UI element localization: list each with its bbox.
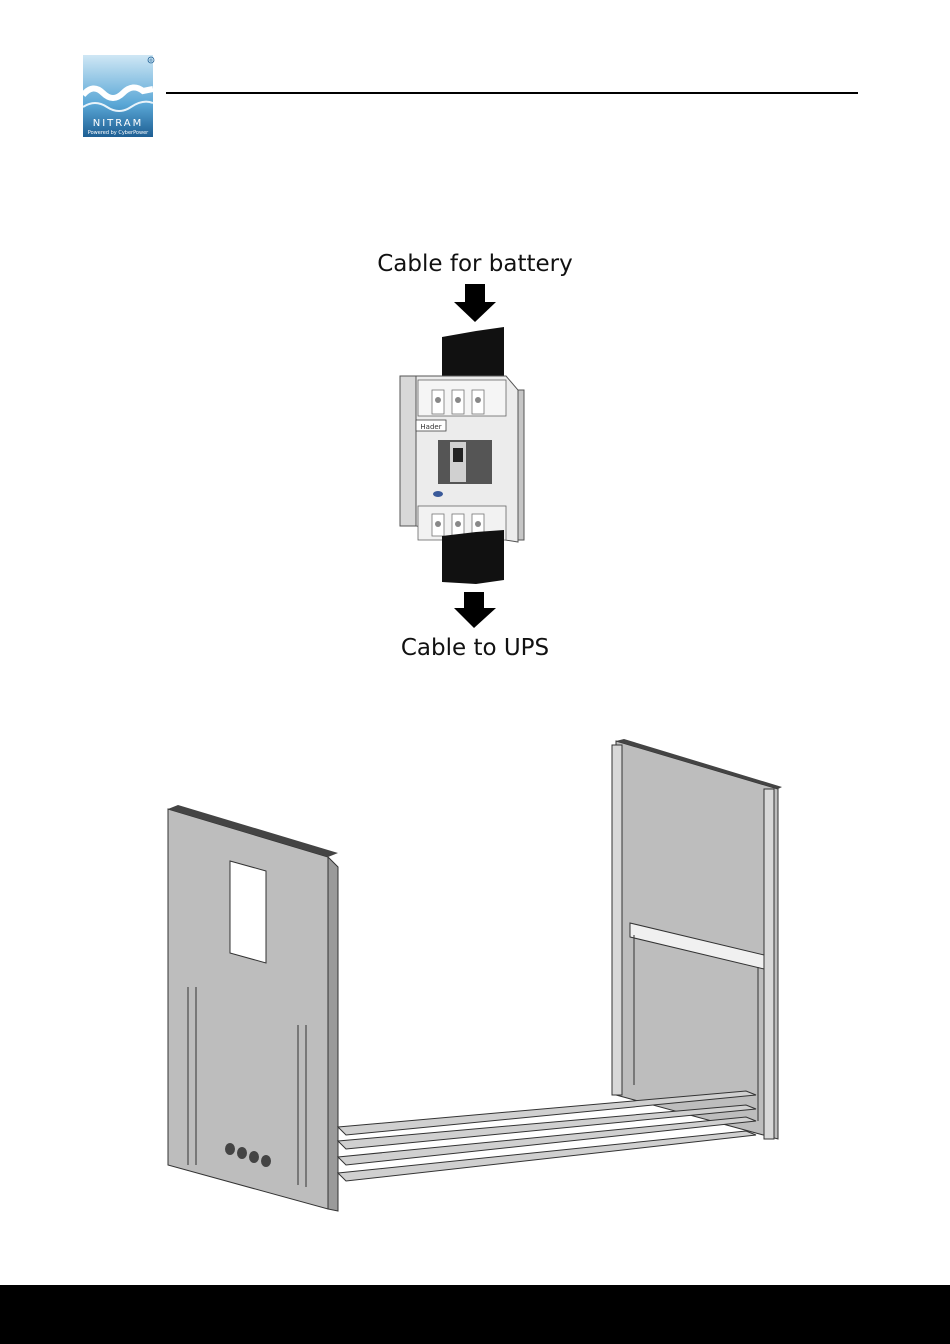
label-cable-to-ups: Cable to UPS (0, 635, 950, 661)
logo-tagline-text: Powered by CyberPower (88, 130, 149, 136)
cabinet-frame-diagram (160, 735, 790, 1215)
breaker-diagram: Hader (380, 280, 570, 635)
brand-logo: NITRAM Powered by CyberPower ® (83, 55, 157, 137)
label-cable-for-battery: Cable for battery (0, 251, 950, 277)
arrow-down-icon (454, 284, 496, 322)
footer-bar (0, 1285, 950, 1344)
header-divider (166, 92, 858, 94)
arrow-down-icon-bottom (454, 592, 496, 628)
breaker-brand-label: Hader (420, 423, 441, 431)
logo-brand-text: NITRAM (93, 118, 144, 129)
registered-mark: ® (149, 58, 153, 63)
